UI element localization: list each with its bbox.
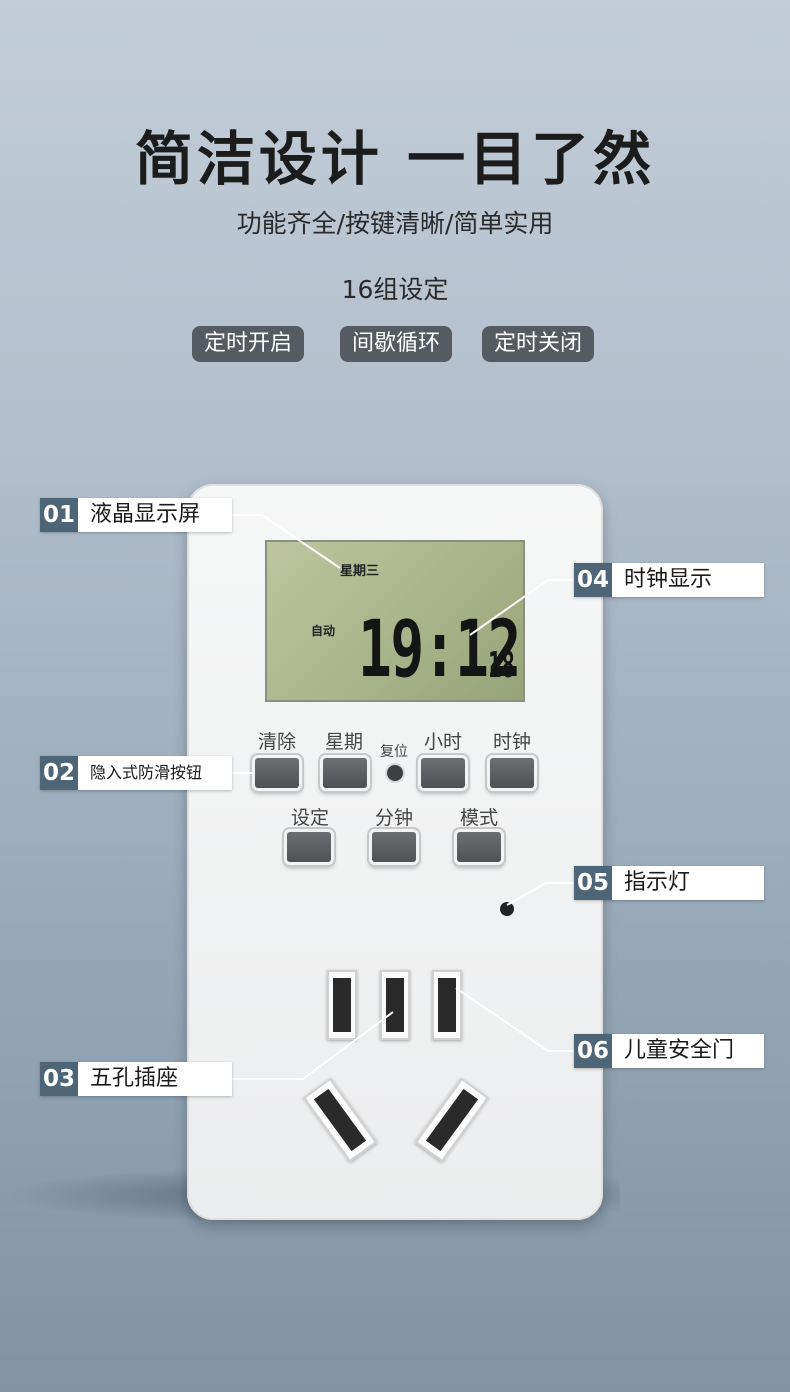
- callout-buttons: 02 隐入式防滑按钮: [40, 756, 232, 790]
- hour-label: 小时: [424, 731, 463, 753]
- callout-text: 液晶显示屏: [90, 502, 201, 527]
- page-subtitle: 功能齐全/按键清晰/简单实用: [236, 209, 554, 238]
- set-label: 设定: [291, 807, 330, 829]
- set-button[interactable]: [287, 832, 331, 862]
- reset-label: 复位: [380, 744, 408, 760]
- minute-label: 分钟: [375, 807, 414, 829]
- socket-slot-left: [327, 970, 357, 1040]
- callout-socket: 03 五孔插座: [40, 1062, 232, 1096]
- minute-button[interactable]: [372, 832, 416, 862]
- callout-indicator: 05 指示灯: [574, 866, 764, 900]
- socket-slot-middle: [380, 970, 410, 1040]
- callout-clock: 04 时钟显示: [574, 563, 764, 597]
- callout-number: 03: [40, 1062, 78, 1096]
- callout-number: 02: [40, 756, 78, 790]
- callout-number: 06: [574, 1034, 612, 1068]
- callout-text: 指示灯: [624, 870, 691, 895]
- socket-slot-right: [432, 970, 462, 1040]
- mode-label: 模式: [460, 807, 499, 829]
- week-button[interactable]: [323, 758, 367, 788]
- callout-number: 04: [574, 563, 612, 597]
- clear-label: 清除: [258, 731, 297, 753]
- hour-button[interactable]: [421, 758, 465, 788]
- callout-number: 05: [574, 866, 612, 900]
- groups-label: 16组设定: [341, 275, 449, 304]
- mode-pill-timed-off: 定时关闭: [482, 326, 595, 362]
- callout-text: 儿童安全门: [624, 1038, 735, 1063]
- clear-button[interactable]: [255, 758, 299, 788]
- lcd-weekday: 星期三: [340, 564, 380, 579]
- callout-text: 五孔插座: [90, 1066, 179, 1091]
- week-label: 星期: [325, 731, 364, 753]
- callout-number: 01: [40, 498, 78, 532]
- callout-text: 时钟显示: [624, 567, 713, 592]
- mode-pill-cycle: 间歇循环: [340, 326, 453, 362]
- mode-button[interactable]: [457, 832, 501, 862]
- callout-safety-door: 06 儿童安全门: [574, 1034, 764, 1068]
- indicator-light: [500, 902, 514, 916]
- lcd-seconds: 18: [488, 645, 515, 686]
- mode-pill-timed-on: 定时开启: [192, 326, 305, 362]
- lcd-auto-mode: 自动: [311, 624, 336, 638]
- callout-text: 隐入式防滑按钮: [90, 763, 203, 782]
- clock-button[interactable]: [490, 758, 534, 788]
- reset-button[interactable]: [387, 765, 403, 781]
- page-title: 简洁设计 一目了然: [134, 125, 656, 193]
- clock-label: 时钟: [493, 731, 532, 753]
- callout-lcd: 01 液晶显示屏: [40, 498, 232, 532]
